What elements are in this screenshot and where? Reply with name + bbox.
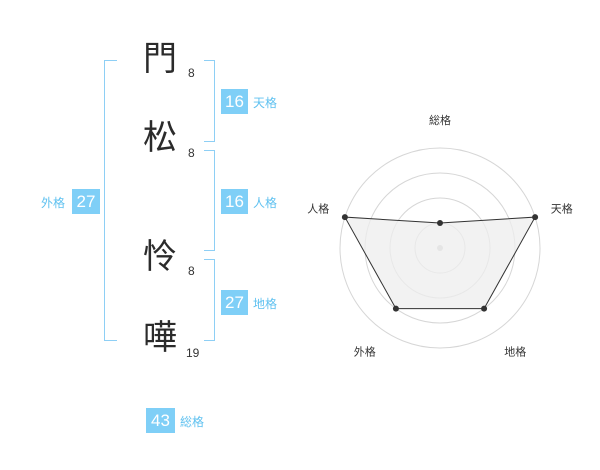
radar-point bbox=[481, 305, 488, 312]
radar-axis-label: 外格 bbox=[354, 345, 376, 359]
tenkaku-label: 天格 bbox=[253, 96, 278, 110]
tenkaku-score-badge: 16 bbox=[221, 89, 248, 114]
tenkaku-bracket bbox=[204, 60, 215, 142]
jinkaku-label: 人格 bbox=[253, 196, 278, 210]
soukaku-score-badge: 43 bbox=[146, 408, 175, 433]
radar-axis-label: 天格 bbox=[551, 201, 573, 215]
radar-axis-label: 総格 bbox=[429, 113, 451, 127]
chikaku-score-badge: 27 bbox=[221, 290, 248, 315]
stroke-count-3: 8 bbox=[188, 264, 195, 278]
jinkaku-score-badge: 16 bbox=[221, 189, 248, 214]
gaikaku-score-badge: 27 bbox=[72, 189, 100, 214]
stroke-count-2: 8 bbox=[188, 146, 195, 160]
radar-series-polygon bbox=[344, 216, 536, 310]
gaikaku-label: 外格 bbox=[41, 196, 66, 210]
stroke-count-1: 8 bbox=[188, 66, 195, 80]
radar-point bbox=[341, 214, 348, 221]
radar-point bbox=[532, 214, 539, 221]
soukaku-label: 総格 bbox=[180, 415, 205, 429]
chikaku-bracket bbox=[204, 259, 215, 341]
radar-point bbox=[437, 220, 443, 226]
name-char-1: 門 bbox=[143, 39, 177, 79]
name-char-4: 嘩 bbox=[143, 318, 177, 358]
radar-ring bbox=[339, 147, 541, 349]
name-char-2: 松 bbox=[143, 118, 177, 158]
radar-axis-label: 人格 bbox=[307, 201, 329, 215]
radar-data bbox=[341, 214, 539, 312]
radar-point bbox=[392, 305, 399, 312]
chikaku-label: 地格 bbox=[253, 297, 278, 311]
gaikaku-bracket bbox=[104, 60, 117, 341]
stroke-count-4: 19 bbox=[186, 346, 200, 360]
radar-axis-label: 地格 bbox=[504, 345, 526, 359]
name-char-3: 怜 bbox=[143, 237, 177, 277]
jinkaku-bracket bbox=[204, 150, 215, 251]
